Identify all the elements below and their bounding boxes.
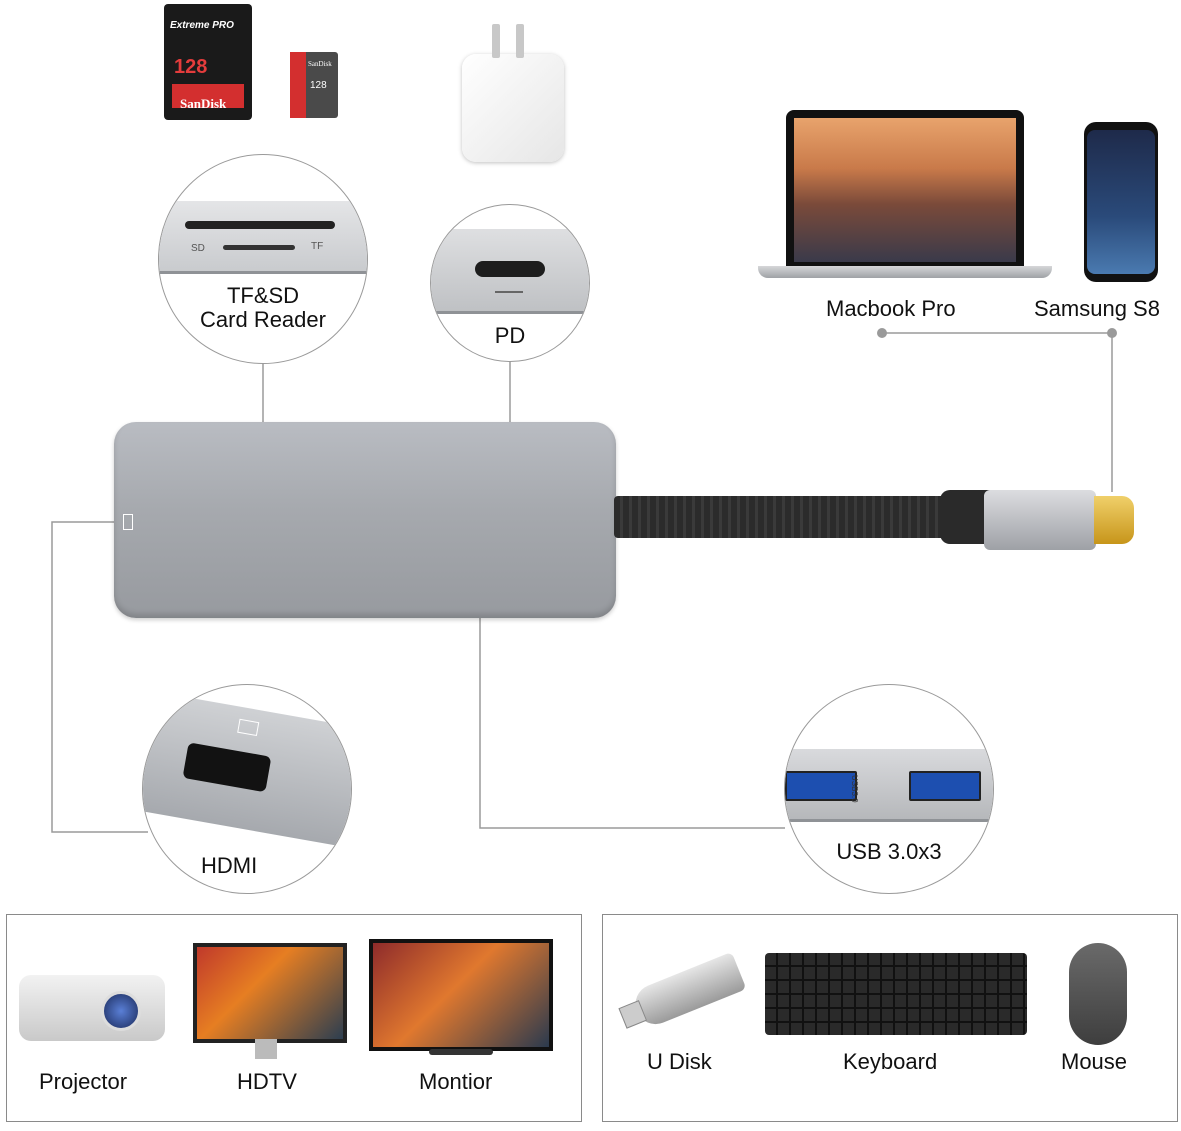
card-reader-callout: SD TF TF&SD Card Reader [158,154,368,364]
tf-slot-mark: TF [311,241,324,252]
hdmi-port-panel [143,689,351,849]
pd-port-panel [431,229,589,314]
card-reader-label-1: TF&SD [226,283,300,308]
hdtv-stand [255,1039,277,1059]
sd-card-band [172,84,244,108]
usb-port-2 [909,771,981,801]
mouse-image [1069,943,1127,1045]
u-disk-image [618,951,747,1031]
keyboard-image [765,953,1027,1035]
monitor-screen [369,939,553,1051]
projector-image [19,975,165,1041]
usb-c-plug [1094,496,1134,544]
mouse-label: Mouse [1061,1049,1128,1074]
usb-port-mark: USB3.0 [850,775,859,803]
hub-body [114,422,616,618]
samsung-s8-label: Samsung S8 [1034,296,1160,321]
adapter-prong-left [492,24,500,58]
usb-c-port [475,261,545,277]
usb-c-symbol [495,291,523,293]
hdmi-port [182,742,272,793]
sd-slot-mark: SD [191,243,205,254]
hdmi-symbol-icon [237,718,260,737]
connector-housing [984,490,1096,550]
macbook-screen [786,110,1024,266]
usb-port-panel: USB3.0 [785,749,993,822]
sd-card-image: Extreme PRO 128 SanDisk [164,4,252,120]
macbook-base [758,266,1052,278]
projector-lens [101,991,141,1031]
card-reader-slot-panel: SD TF [159,201,367,274]
hdtv-screen [193,943,347,1043]
usb-callout: USB3.0 USB 3.0x3 [784,684,994,894]
microsd-card-brand: SanDisk [308,60,332,68]
microsd-card-image: 128 SanDisk [290,52,338,118]
hdtv-image [193,943,347,1067]
usb-port-1 [785,771,857,801]
sd-card-capacity: 128 [174,56,208,78]
projector-label: Projector [39,1069,128,1094]
macbook-image [758,110,1052,282]
u-disk-head [618,1000,648,1029]
hdmi-side-icon [123,514,133,530]
macbook-wallpaper [794,118,1016,262]
macbook-pro-label: Macbook Pro [826,296,956,321]
pd-label: PD [494,323,526,348]
phone-screen [1087,130,1155,274]
usb-devices-box: U Disk Keyboard Mouse [602,914,1178,1122]
monitor-image [369,939,553,1065]
hdmi-callout: HDMI [142,684,352,894]
sd-card-brand: SanDisk [180,96,227,111]
monitor-stand [429,1049,493,1055]
cable [614,496,950,538]
card-reader-label-2: Card Reader [200,307,326,332]
monitor-label: Montior [419,1069,493,1094]
microsd-card-capacity: 128 [310,80,327,91]
tf-slot [223,245,295,250]
sd-slot [185,221,335,229]
sd-card-line: Extreme PRO [170,20,234,31]
hdmi-label: HDMI [201,853,258,878]
adapter-prong-right [516,24,524,58]
u-disk-label: U Disk [647,1049,712,1074]
hdtv-label: HDTV [237,1069,297,1094]
usb-label: USB 3.0x3 [836,839,942,864]
display-devices-box: Projector HDTV Montior [6,914,582,1122]
samsung-s8-image [1084,122,1158,282]
power-adapter-image [462,24,564,162]
pd-callout: PD [430,204,590,362]
keyboard-label: Keyboard [843,1049,938,1074]
